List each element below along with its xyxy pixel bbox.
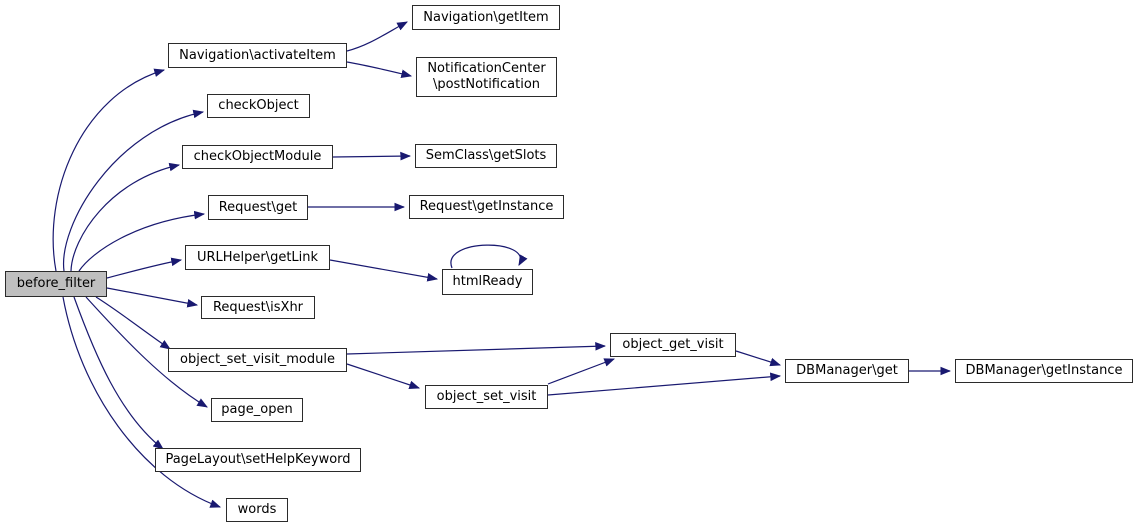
edge-object_set_visit-dbmanager_get	[547, 372, 782, 396]
node-checkobject[interactable]: checkObject	[207, 94, 310, 118]
edge-object_get_visit-dbmanager_get	[735, 350, 782, 367]
node-request-get[interactable]: Request\get	[208, 195, 308, 220]
node-request-getinstance[interactable]: Request\getInstance	[409, 195, 564, 219]
edge-htmlready-htmlready-selfloop	[450, 244, 528, 269]
node-before-filter: before_filter	[5, 271, 107, 297]
node-navigation-getitem[interactable]: Navigation\getItem	[412, 5, 560, 30]
edge-checkobjectmodule-semclass_getslots	[332, 151, 412, 161]
edge-before_filter-pagelayout_sethelpkeyword	[73, 296, 164, 450]
edge-before_filter-checkobject	[63, 109, 205, 272]
node-page-open[interactable]: page_open	[211, 398, 303, 422]
node-notificationcenter-postnotification[interactable]: NotificationCenter \postNotification	[416, 57, 557, 97]
edge-before_filter-request_isxhr	[106, 287, 199, 308]
edge-navigation_activateitem-navigation_getitem	[346, 21, 408, 52]
node-words[interactable]: words	[226, 498, 288, 522]
node-semclass-getslots[interactable]: SemClass\getSlots	[415, 144, 557, 168]
edge-object_set_visit-object_get_visit	[547, 358, 616, 385]
node-htmlready[interactable]: htmlReady	[442, 269, 533, 295]
edge-before_filter-checkobjectmodule	[70, 162, 181, 272]
node-dbmanager-getinstance[interactable]: DBManager\getInstance	[955, 359, 1133, 383]
node-urlhelper-getlink[interactable]: URLHelper\getLink	[185, 245, 330, 270]
node-navigation-activateitem[interactable]: Navigation\activateItem	[168, 43, 347, 68]
edge-before_filter-navigation_activateitem	[52, 68, 166, 272]
node-pagelayout-sethelpkeyword[interactable]: PageLayout\setHelpKeyword	[155, 448, 361, 472]
edge-object_set_visit_module-object_set_visit	[346, 363, 421, 390]
node-dbmanager-get[interactable]: DBManager\get	[785, 359, 909, 383]
edge-urlhelper_getlink-htmlready	[329, 259, 439, 282]
node-object-set-visit[interactable]: object_set_visit	[425, 385, 548, 409]
edge-before_filter-urlhelper_getlink	[106, 257, 183, 279]
edge-before_filter-object_set_visit_module	[95, 296, 171, 350]
node-request-isxhr[interactable]: Request\isXhr	[201, 296, 315, 319]
edge-object_set_visit_module-object_get_visit	[346, 341, 607, 355]
node-object-set-visit-module[interactable]: object_set_visit_module	[168, 348, 347, 372]
edge-before_filter-page_open	[85, 296, 208, 408]
edge-before_filter-words	[62, 296, 222, 508]
node-checkobjectmodule[interactable]: checkObjectModule	[182, 145, 333, 169]
edge-navigation_activateitem-notificationcenter_postnotification	[346, 61, 413, 78]
edge-before_filter-request_get	[78, 210, 206, 272]
node-object-get-visit[interactable]: object_get_visit	[610, 333, 736, 357]
